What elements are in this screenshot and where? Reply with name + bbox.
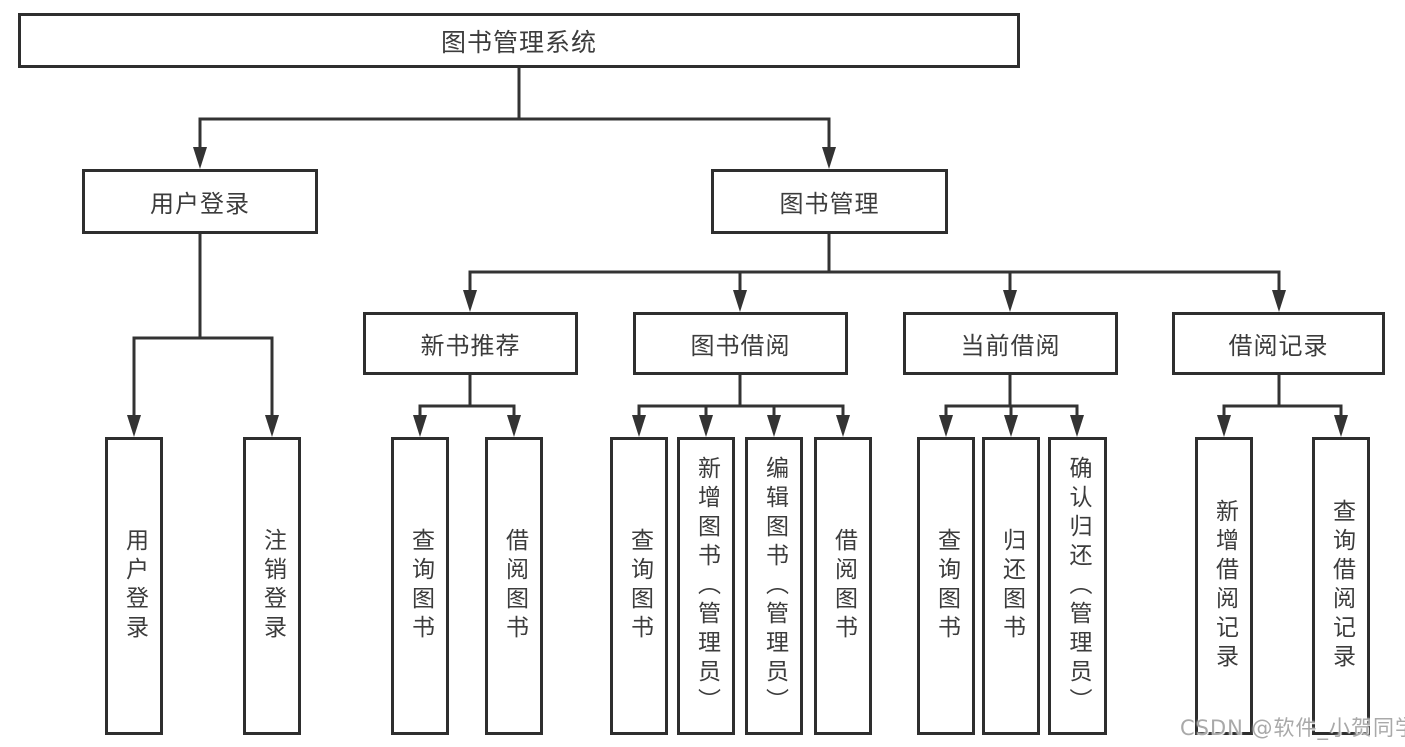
node-leaf-borrow-books: 借阅图书: [814, 437, 872, 735]
node-label: 借阅图书: [830, 528, 857, 644]
node-label: 查询借阅记录: [1328, 499, 1355, 673]
arrowhead-down-icon: [632, 415, 646, 437]
node-borrowing-records: 借阅记录: [1172, 312, 1385, 375]
node-label: 图书管理系统: [440, 27, 597, 57]
arrowhead-down-icon: [822, 147, 836, 169]
arrowhead-down-icon: [1004, 415, 1018, 437]
node-label: 查询图书: [626, 528, 653, 644]
arrowhead-down-icon: [193, 147, 207, 169]
node-label: 新书推荐: [420, 332, 521, 360]
node-leaf-confirm-return-admin: 确认归还（管理员）: [1048, 437, 1107, 735]
node-leaf-return-books: 归还图书: [982, 437, 1040, 735]
node-label: 新增图书（管理员）: [693, 455, 720, 717]
node-label: 借阅记录: [1228, 332, 1329, 360]
node-leaf-add-borrow-record: 新增借阅记录: [1195, 437, 1253, 735]
node-leaf-query-books: 查询图书: [610, 437, 668, 735]
node-leaf-logout: 注销登录: [243, 437, 301, 735]
tree-line: [132, 66, 1343, 420]
node-leaf-query-borrow-record: 查询借阅记录: [1312, 437, 1370, 735]
arrowhead-down-icon: [127, 415, 141, 437]
node-leaf-user-login: 用户登录: [105, 437, 163, 735]
node-label: 用户登录: [150, 190, 250, 218]
arrowheads: [127, 147, 1348, 437]
arrowhead-down-icon: [699, 415, 713, 437]
node-leaf-query-books: 查询图书: [917, 437, 975, 735]
node-leaf-add-books-admin: 新增图书（管理员）: [677, 437, 735, 735]
watermark: CSDN @软件_小贺同学: [1180, 716, 1405, 740]
arrowhead-down-icon: [1272, 290, 1286, 312]
arrowhead-down-icon: [1217, 415, 1231, 437]
node-library-system: 图书管理系统: [18, 13, 1020, 68]
node-label: 注销登录: [259, 528, 286, 644]
node-leaf-edit-books-admin: 编辑图书（管理员）: [745, 437, 803, 735]
arrowhead-down-icon: [767, 415, 781, 437]
node-leaf-borrow-books: 借阅图书: [485, 437, 543, 735]
node-label: 归还图书: [998, 528, 1025, 644]
node-current-borrowing: 当前借阅: [903, 312, 1118, 375]
node-label: 新增借阅记录: [1211, 499, 1238, 673]
node-label: 图书管理: [779, 190, 880, 218]
node-label: 借阅图书: [501, 528, 528, 644]
node-label: 编辑图书（管理员）: [761, 455, 788, 717]
node-label: 当前借阅: [960, 332, 1061, 360]
node-label: 查询图书: [407, 528, 434, 644]
arrowhead-down-icon: [836, 415, 850, 437]
node-user-login: 用户登录: [82, 169, 318, 234]
node-label: 确认归还（管理员）: [1065, 455, 1091, 717]
arrowhead-down-icon: [1334, 415, 1348, 437]
arrowhead-down-icon: [939, 415, 953, 437]
arrowhead-down-icon: [733, 290, 747, 312]
arrowhead-down-icon: [413, 415, 427, 437]
node-label: 用户登录: [121, 528, 148, 644]
arrowhead-down-icon: [1003, 290, 1017, 312]
connector-lines: [132, 66, 1343, 420]
node-label: 查询图书: [933, 528, 960, 644]
arrowhead-down-icon: [265, 415, 279, 437]
node-book-borrowing: 图书借阅: [633, 312, 848, 375]
node-book-management: 图书管理: [711, 169, 948, 234]
node-label: 图书借阅: [690, 332, 791, 360]
arrowhead-down-icon: [507, 415, 521, 437]
arrowhead-down-icon: [463, 290, 477, 312]
node-new-book-recommend: 新书推荐: [363, 312, 578, 375]
arrowhead-down-icon: [1070, 415, 1084, 437]
node-leaf-query-books: 查询图书: [391, 437, 449, 735]
